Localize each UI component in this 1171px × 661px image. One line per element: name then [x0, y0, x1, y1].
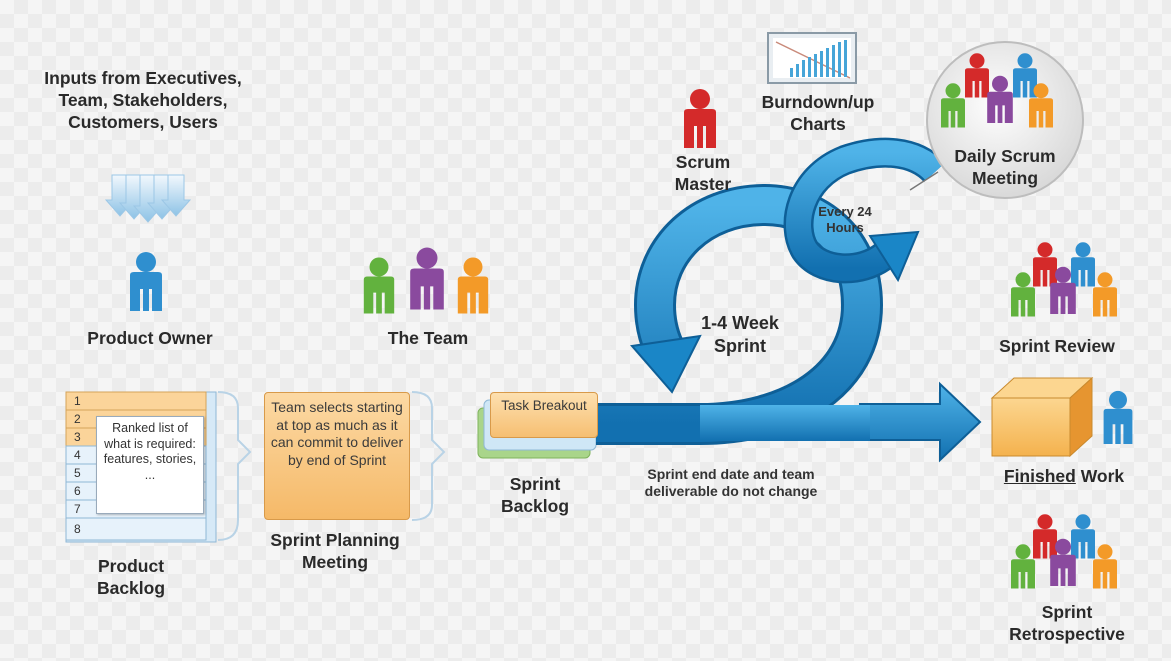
the-team-label: The Team	[387, 328, 469, 348]
sprint-backlog-label: Sprint Backlog	[500, 474, 570, 516]
sprint-cycle-label: 1-4 Week Sprint	[701, 313, 779, 356]
input-arrows-icon	[104, 174, 192, 223]
sprint-planning-label: Sprint Planning Meeting	[270, 530, 400, 572]
daily-scrum-loop-arrow	[783, 137, 947, 284]
product-owner-label: Product Owner	[87, 328, 213, 348]
finished-work-box-icon	[990, 376, 1094, 458]
backlog-row-number: 6	[74, 484, 81, 498]
work-word: Work	[1075, 466, 1125, 486]
sprint-review-figures-icon	[1011, 242, 1117, 317]
backlog-card: Ranked list of what is required: feature…	[96, 416, 204, 514]
burndown-label: Burndown/up Charts	[761, 92, 875, 134]
finished-work-label: Finished Work	[976, 466, 1152, 488]
burndown-chart-icon	[767, 32, 857, 84]
finished-word: Finished	[1003, 466, 1076, 486]
every-24-hours-label: Every 24 Hours	[818, 204, 872, 235]
task-breakout-box: Task Breakout	[490, 392, 598, 438]
backlog-row-number: 3	[74, 430, 81, 444]
daily-scrum-label: Daily Scrum Meeting	[954, 146, 1056, 188]
backlog-row-number: 5	[74, 466, 81, 480]
finished-work-person-icon	[1103, 390, 1133, 444]
scrum-master-figure-icon	[684, 89, 716, 148]
backlog-row-number: 8	[74, 522, 81, 536]
sprint-end-note: Sprint end date and team deliverable do …	[644, 466, 818, 499]
backlog-row-number: 1	[74, 394, 81, 408]
sprint-retro-figures-icon	[1011, 514, 1117, 589]
inputs-label: Inputs from Executives, Team, Stakeholde…	[44, 68, 242, 132]
product-owner-figure-icon	[130, 252, 162, 311]
backlog-row-number: 7	[74, 502, 81, 516]
sprint-retrospective-label: Sprint Retrospective	[1009, 602, 1125, 644]
sprint-planning-box: Team selects starting at top as much as …	[264, 392, 410, 520]
product-backlog-label: Product Backlog	[96, 556, 166, 598]
backlog-row-number: 2	[74, 412, 81, 426]
sprint-review-label: Sprint Review	[999, 336, 1115, 356]
scrum-master-label: Scrum Master	[674, 152, 732, 194]
backlog-row-number: 4	[74, 448, 81, 462]
team-figures-icon	[363, 247, 489, 314]
